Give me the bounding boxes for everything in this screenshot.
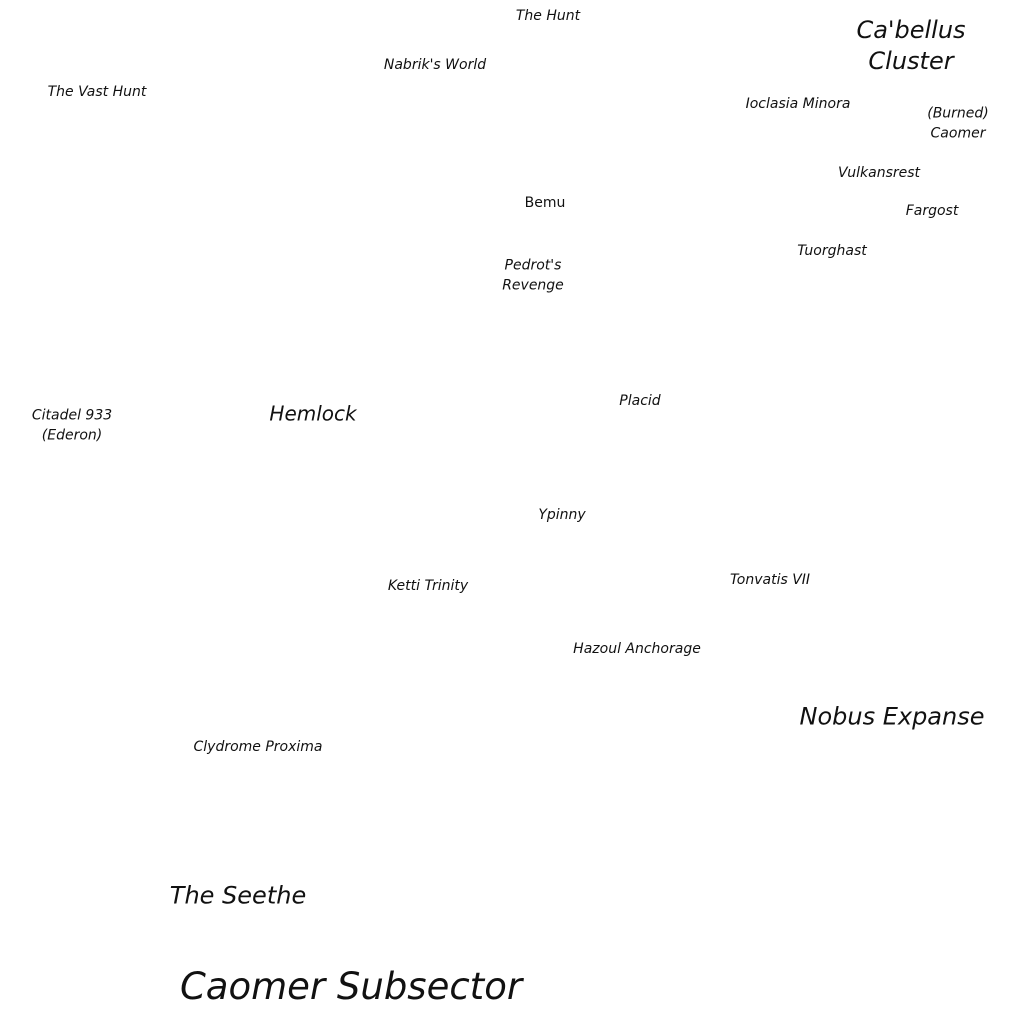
system-ketti-trinity[interactable]: Ketti Trinity (387, 577, 469, 594)
system-fargost[interactable]: Fargost (905, 202, 959, 219)
system-label-line: (Burned) (927, 105, 989, 122)
region-nobus-expanse[interactable]: Nobus Expanse (799, 702, 985, 731)
region-label-line: Cluster (868, 47, 954, 75)
system-hazoul-anchorage[interactable]: Hazoul Anchorage (573, 640, 701, 657)
system-vulkansrest[interactable]: Vulkansrest (837, 164, 921, 181)
system-label-line: (Ederon) (41, 428, 103, 444)
system-the-hunt[interactable]: The Hunt (515, 7, 581, 24)
system-placid[interactable]: Placid (619, 392, 661, 409)
system-label-line: Pedrot's (504, 257, 562, 274)
system-citadel-933[interactable]: Citadel 933 (Ederon) (32, 406, 112, 447)
system-label-line: Citadel 933 (31, 407, 113, 424)
system-label-line: Revenge (502, 278, 564, 294)
system-ioclasia-minora[interactable]: Ioclasia Minora (745, 95, 851, 112)
region-label-line: Ca'bellus (856, 15, 966, 44)
system-burned-caomer[interactable]: (Burned) Caomer (927, 104, 989, 145)
system-bemu[interactable]: Bemu (524, 194, 566, 211)
system-hemlock[interactable]: Hemlock (269, 401, 357, 426)
region-cabellus-cluster[interactable]: Ca'bellus Cluster (856, 15, 965, 77)
system-clydrome-proxima[interactable]: Clydrome Proxima (193, 738, 323, 755)
region-the-seethe[interactable]: The Seethe (169, 881, 307, 910)
system-pedrots-revenge[interactable]: Pedrot's Revenge (502, 256, 564, 297)
system-tonvatis-vii[interactable]: Tonvatis VII (729, 571, 811, 588)
system-ypinny[interactable]: Ypinny (538, 506, 586, 523)
map-title: Caomer Subsector (179, 965, 523, 1009)
system-label-line: Caomer (930, 126, 986, 142)
system-nabriks-world[interactable]: Nabrik's World (383, 56, 487, 73)
system-tuorghast[interactable]: Tuorghast (797, 242, 867, 259)
system-the-vast-hunt[interactable]: The Vast Hunt (47, 83, 147, 100)
